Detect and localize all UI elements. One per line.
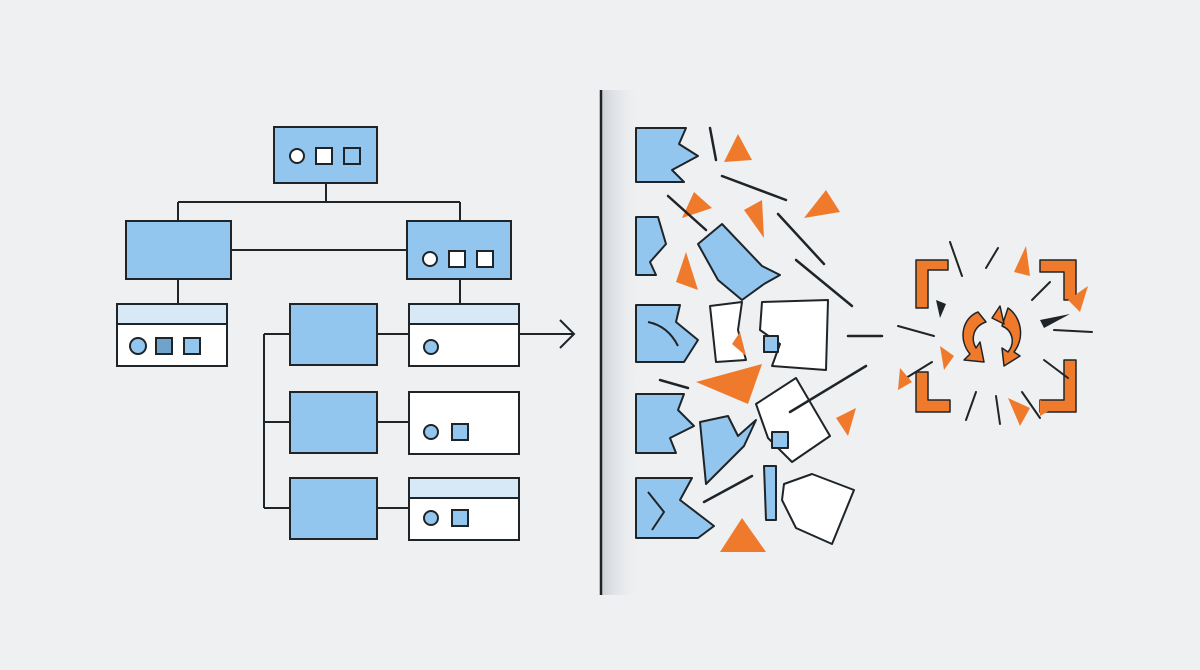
module-column <box>289 303 378 540</box>
arrow-right-icon <box>519 319 576 349</box>
blue-shard <box>699 415 757 485</box>
square-icon <box>763 335 779 353</box>
square-icon <box>451 423 469 441</box>
hierarchy-tree <box>116 126 576 541</box>
orange-shard <box>682 192 712 218</box>
square-icon <box>476 250 494 268</box>
root-node <box>273 126 378 184</box>
panel-node <box>408 391 520 455</box>
orange-shard <box>804 190 840 218</box>
blue-shard <box>763 465 777 521</box>
bracket-top-left <box>915 259 949 309</box>
square-icon <box>155 337 173 355</box>
square-icon <box>771 431 789 449</box>
square-icon <box>343 147 361 165</box>
orange-shard <box>696 364 762 404</box>
white-shard <box>755 377 831 463</box>
white-shard <box>709 301 747 363</box>
panel-node <box>408 477 520 541</box>
bracket-bottom-left <box>915 371 951 413</box>
corner-brackets <box>915 259 1077 413</box>
square-icon <box>448 250 466 268</box>
orange-shard <box>732 332 746 356</box>
bracket-top-right <box>1039 259 1077 301</box>
orange-shard <box>724 134 752 162</box>
tree-connectors <box>177 183 461 509</box>
broken-module-column <box>635 127 715 539</box>
leaf-panel-left <box>116 303 228 367</box>
circle-icon <box>423 339 439 355</box>
circle-icon <box>423 510 439 526</box>
blue-shard <box>697 223 781 301</box>
burst-shards <box>898 246 1088 426</box>
square-icon <box>183 337 201 355</box>
circle-icon <box>129 337 147 355</box>
divider <box>599 90 641 595</box>
blue-shards <box>697 223 781 521</box>
panel-column <box>408 303 520 541</box>
burst-spikes <box>897 241 1093 425</box>
broken-module <box>635 393 695 454</box>
orange-shard <box>720 518 766 552</box>
broken-module <box>635 216 667 276</box>
broken-module <box>635 304 699 363</box>
orange-shards <box>676 134 856 552</box>
broken-module <box>635 127 699 183</box>
module-node <box>289 391 378 454</box>
panel-node <box>408 303 520 367</box>
orange-shard <box>744 200 764 238</box>
module-node <box>289 477 378 540</box>
module-node <box>289 303 378 366</box>
circle-icon <box>289 148 305 164</box>
line-fragments <box>658 126 884 504</box>
orange-shard <box>676 252 698 290</box>
broken-cycle-burst <box>897 241 1093 426</box>
broken-cycle-icon <box>962 305 1022 367</box>
orange-shard <box>836 408 856 436</box>
circle-icon <box>422 251 438 267</box>
fragment-field <box>635 126 884 552</box>
circle-icon <box>423 424 439 440</box>
square-icon <box>451 509 469 527</box>
branch-node-left <box>125 220 232 280</box>
white-shard <box>781 473 855 545</box>
square-icon <box>315 147 333 165</box>
broken-module <box>635 477 715 539</box>
branch-node-right <box>406 220 512 280</box>
